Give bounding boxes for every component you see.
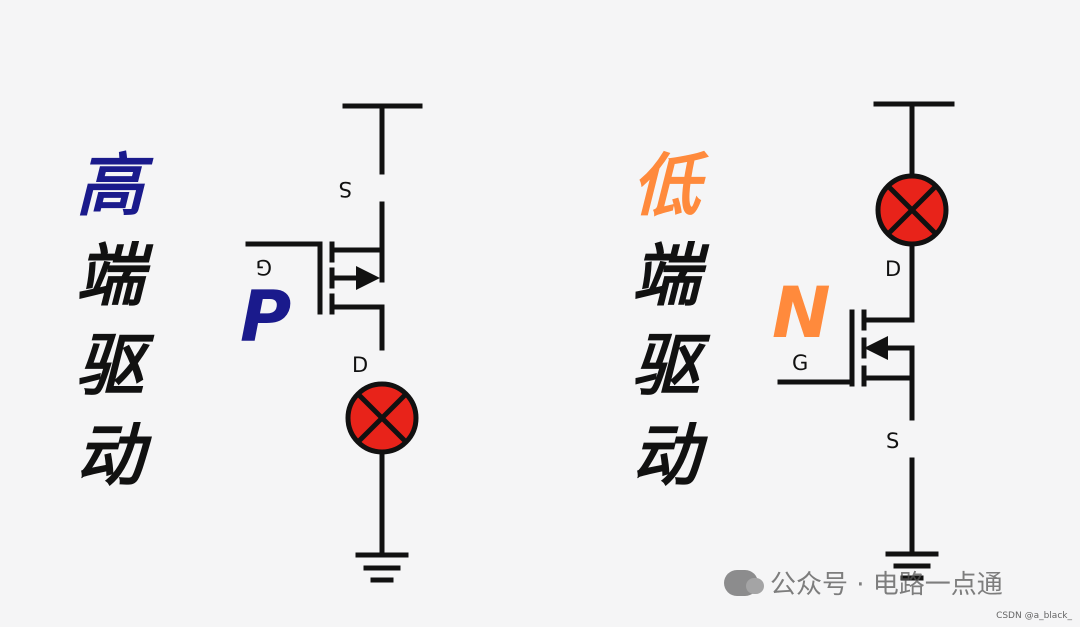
left-title-char-3: 驱 [76,327,145,406]
right-title-char-1: 低 [632,147,701,226]
right-arrow-icon [864,336,888,360]
left-pin-gate-label: G [256,255,272,279]
right-pin-gate-label: G [792,351,808,375]
left-title-char-2: 端 [76,237,145,316]
csdn-credit: CSDN @a_black_ [996,611,1072,621]
right-title-low-side-drive: 低 端 驱 动 [632,142,700,502]
left-pin-drain-label: D [352,353,368,377]
left-pin-source-label: S [339,177,352,201]
watermark-text: 公众号 · 电路一点通 [770,570,1003,600]
p-channel-label: P [240,276,292,358]
left-lamp-icon [345,381,419,455]
right-title-char-2: 端 [632,237,701,316]
left-title-char-1: 高 [76,147,145,226]
right-title-char-3: 驱 [632,327,701,406]
n-channel-label: N [772,272,831,354]
right-title-char-4: 动 [632,417,701,496]
left-title-high-side-drive: 高 端 驱 动 [76,142,144,502]
right-pin-source-label: S [886,429,899,453]
wechat-icon [724,569,764,596]
right-pin-drain-label: D [885,257,901,281]
left-title-char-4: 动 [76,417,145,496]
watermark: 公众号 · 电路一点通 [724,564,1003,601]
left-arrow-icon [356,266,380,290]
right-lamp-icon [875,173,949,247]
right-circuit [777,101,955,581]
left-circuit [245,103,423,583]
